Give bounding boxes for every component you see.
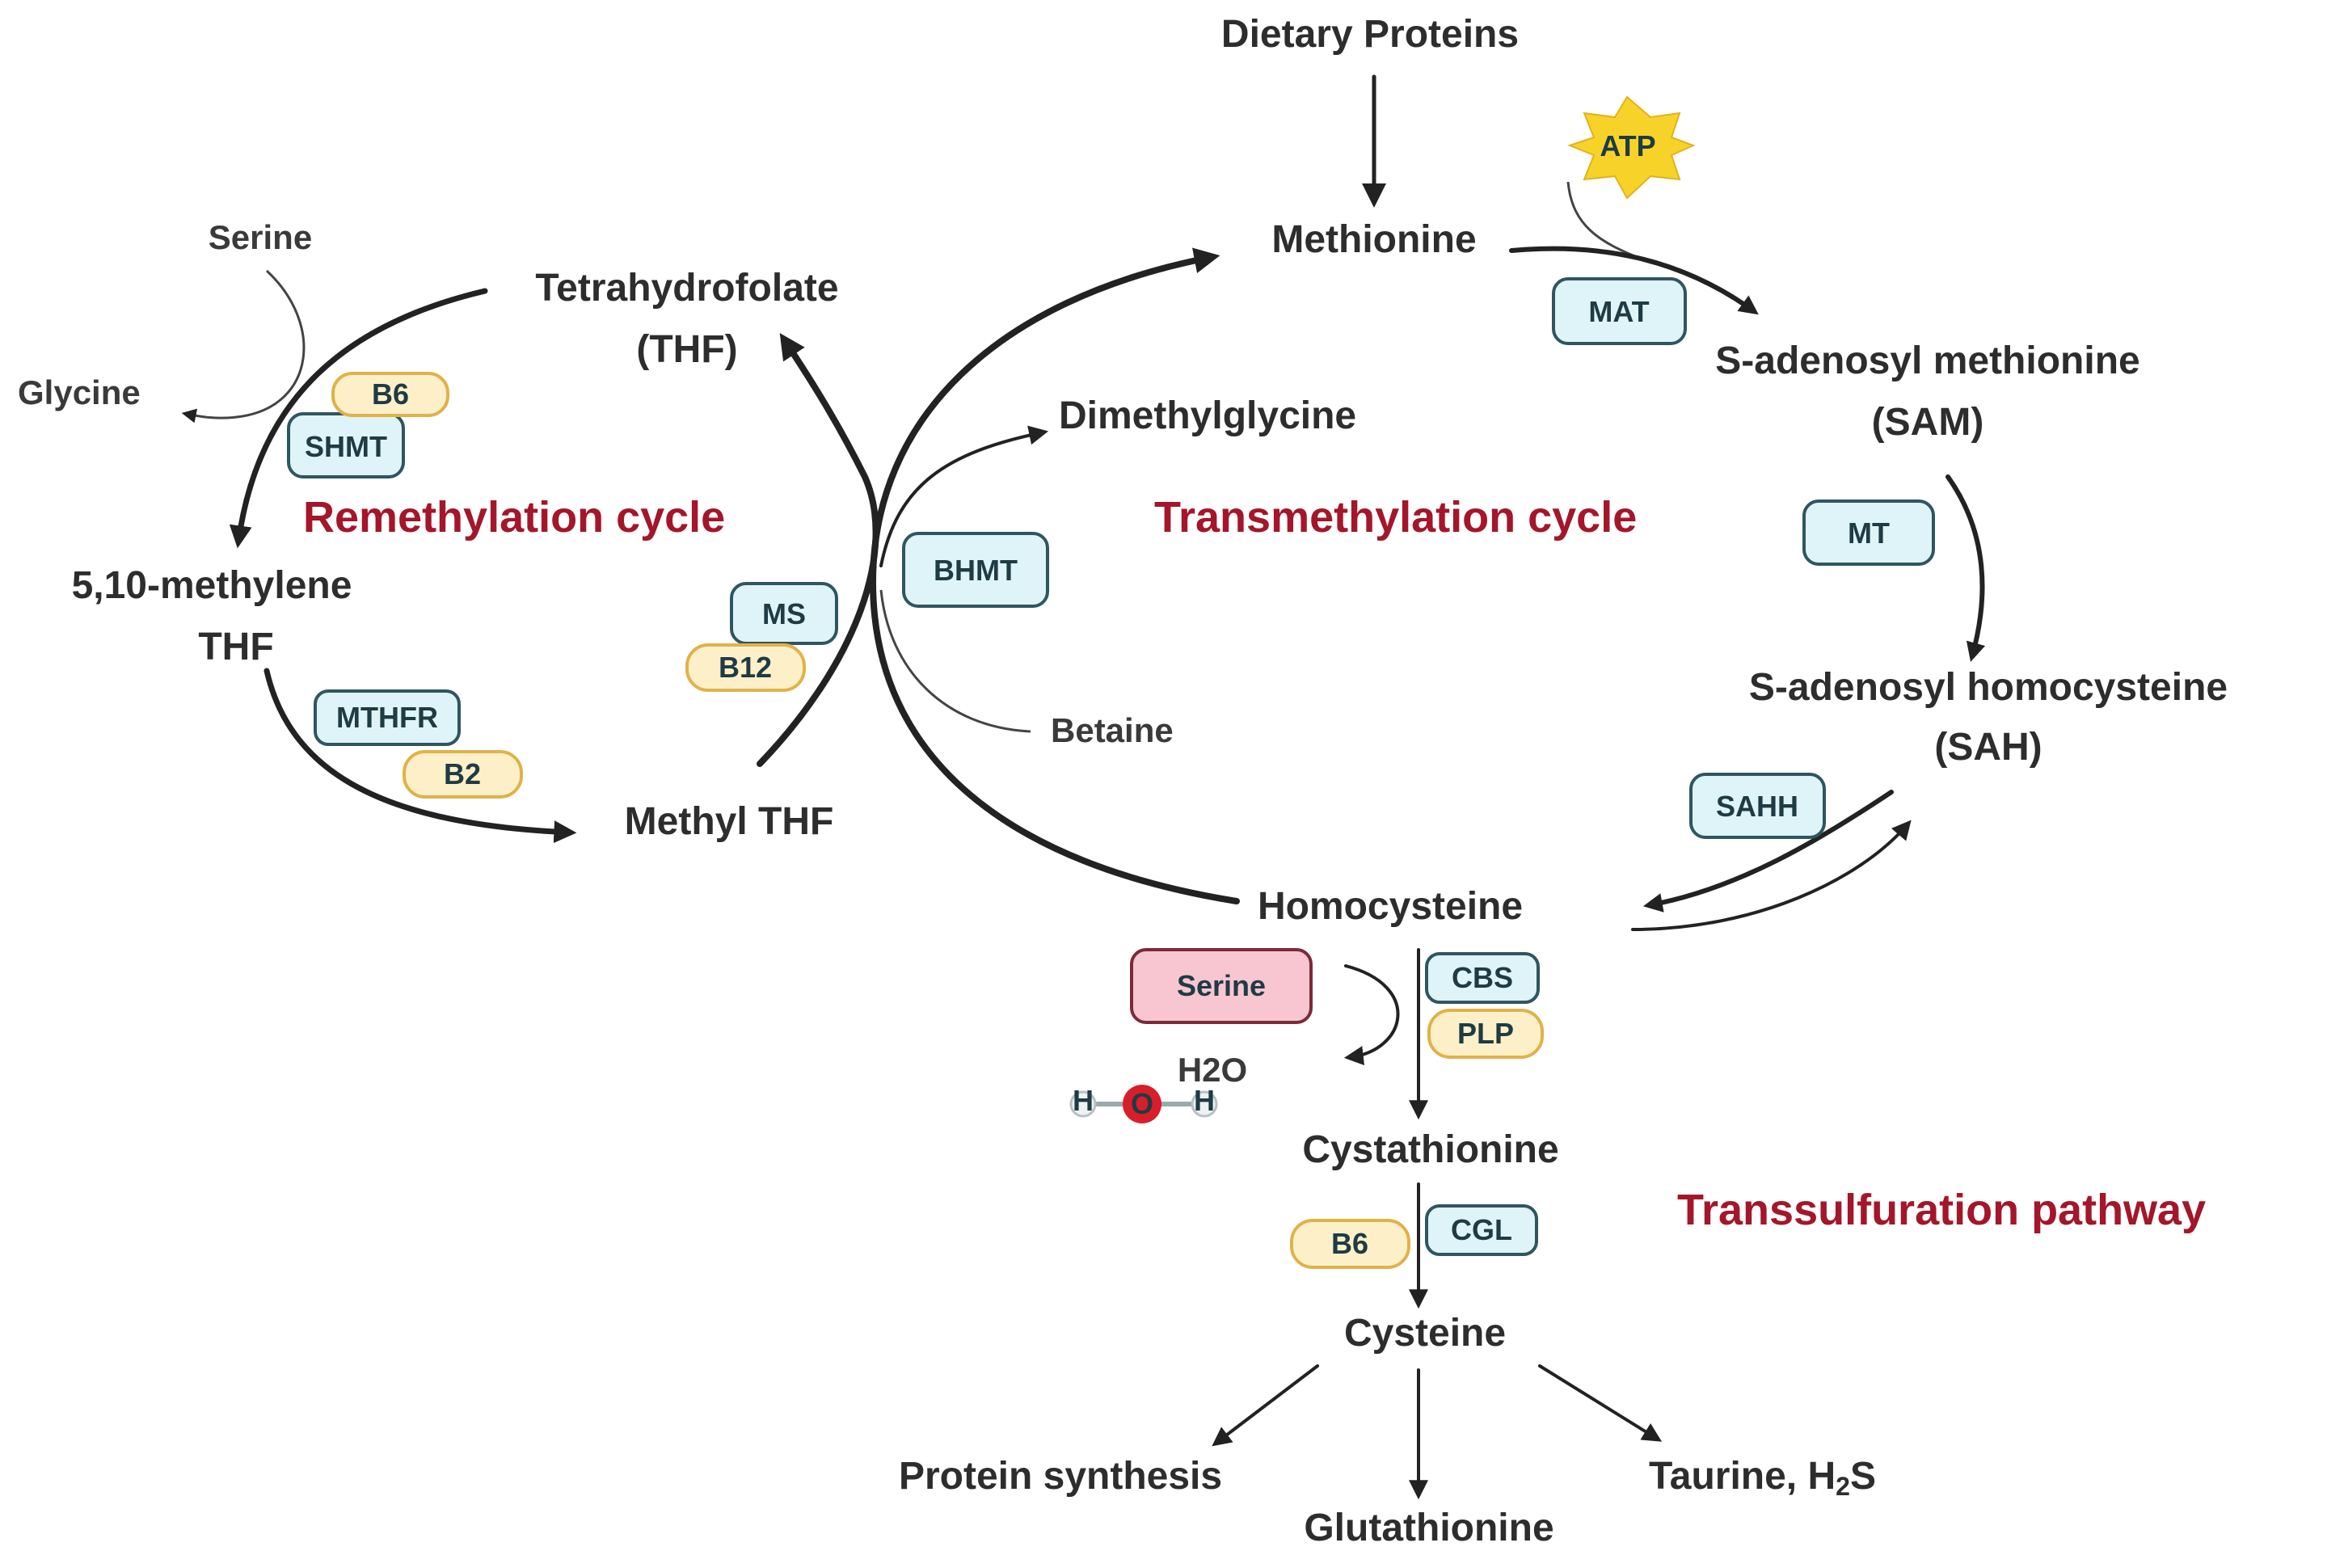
cofactor-b6-bottom-badge: B6 [1290, 1219, 1410, 1269]
enzyme-sahh-badge: SAHH [1689, 773, 1826, 839]
thf-label-line2: (THF) [636, 328, 737, 371]
thf-label-line1: Tetrahydrofolate [535, 267, 838, 310]
sam-label-line2: (SAM) [1872, 401, 1984, 444]
enzyme-shmt-badge: SHMT [287, 412, 405, 478]
svg-text:SHMT: SHMT [305, 430, 387, 463]
enzyme-mthfr-badge: MTHFR [314, 689, 461, 746]
svg-text:MAT: MAT [1588, 295, 1649, 328]
arrow-thf-to-methylene-thf [229, 288, 488, 549]
svg-text:H: H [1073, 1084, 1094, 1117]
cofactor-plp-badge: PLP [1427, 1009, 1544, 1059]
serine-top-label: Serine [209, 218, 312, 256]
dimethylglycine-label: Dimethylglycine [1059, 394, 1356, 437]
svg-text:CBS: CBS [1452, 961, 1513, 994]
arrow-sam-to-sah [1945, 474, 1986, 662]
cysteine-label: Cysteine [1344, 1312, 1506, 1355]
h2o-label: H2O [1178, 1051, 1247, 1089]
atp-star-icon: ATP [1567, 95, 1696, 200]
svg-text:PLP: PLP [1457, 1017, 1514, 1050]
arrow-cysteine-to-taurine [1538, 1364, 1663, 1442]
enzyme-ms-badge: MS [730, 582, 838, 645]
dietary-proteins-label: Dietary Proteins [1221, 13, 1519, 56]
methyl-thf-label: Methyl THF [625, 800, 834, 843]
svg-text:MT: MT [1848, 516, 1890, 550]
sah-label-line1: S-adenosyl homocysteine [1749, 666, 2228, 709]
methionine-label: Methionine [1271, 218, 1476, 261]
water-molecule-icon: H H O [1069, 1084, 1218, 1123]
serine-substrate-badge: Serine [1130, 948, 1313, 1024]
methylene-thf-label-line1: 5,10-methylene [72, 564, 352, 607]
transsulfuration-pathway-label: Transsulfuration pathway [1677, 1186, 2206, 1234]
enzyme-mt-badge: MT [1802, 499, 1935, 566]
arrow-homocysteine-to-sah [1631, 820, 1912, 931]
cofactor-b2-badge: B2 [403, 750, 523, 799]
arrow-cysteine-to-protein [1212, 1364, 1319, 1447]
cystathionine-label: Cystathionine [1302, 1128, 1558, 1171]
methylene-thf-label-line2: THF [198, 626, 273, 668]
arrow-betaine-branch [879, 589, 1031, 733]
svg-text:CGL: CGL [1451, 1213, 1512, 1246]
arrow-methylthf-to-thf [757, 333, 879, 767]
arrow-sah-to-homocysteine [1642, 790, 1894, 913]
enzyme-mat-badge: MAT [1552, 277, 1687, 345]
sam-label-line1: S-adenosyl methionine [1715, 339, 2139, 382]
svg-text:SAHH: SAHH [1716, 790, 1798, 823]
taurine-h2s-label: Taurine, H2S [1649, 1455, 1876, 1501]
svg-text:O: O [1131, 1087, 1153, 1120]
atp-label: ATP [1600, 129, 1655, 162]
transmethylation-cycle-label: Transmethylation cycle [1154, 493, 1637, 542]
enzyme-cbs-badge: CBS [1425, 952, 1540, 1004]
remethylation-cycle-label: Remethylation cycle [303, 493, 725, 542]
arrow-methionine-to-sam [1509, 246, 1759, 315]
svg-text:B12: B12 [719, 651, 772, 684]
arrow-methylene-to-methylthf [263, 668, 577, 844]
svg-text:BHMT: BHMT [934, 554, 1018, 587]
cofactor-b12-badge: B12 [685, 643, 806, 692]
sah-label-line2: (SAH) [1934, 726, 2042, 769]
svg-text:MTHFR: MTHFR [336, 701, 438, 734]
svg-text:B6: B6 [372, 377, 409, 411]
svg-text:Serine: Serine [1177, 969, 1266, 1002]
cofactor-b6-top-badge: B6 [331, 372, 449, 417]
svg-text:MS: MS [762, 597, 806, 630]
glycine-label: Glycine [18, 373, 141, 411]
svg-text:H: H [1194, 1084, 1215, 1117]
arrow-atp-to-mat [1566, 181, 1642, 260]
arrow-homocysteine-to-methionine [869, 247, 1240, 904]
enzyme-cgl-badge: CGL [1425, 1204, 1538, 1256]
arrow-serine-to-h2o [1343, 964, 1400, 1065]
svg-text:B2: B2 [444, 757, 481, 790]
homocysteine-label: Homocysteine [1258, 885, 1523, 928]
svg-text:B6: B6 [1331, 1227, 1368, 1260]
enzyme-bhmt-badge: BHMT [902, 532, 1049, 608]
arrow-to-dimethylglycine [879, 425, 1049, 567]
glutathionine-label: Glutathionine [1304, 1507, 1553, 1549]
betaine-label: Betaine [1051, 711, 1174, 749]
arrow-serine-to-glycine [181, 269, 306, 424]
protein-synthesis-label: Protein synthesis [899, 1455, 1222, 1498]
